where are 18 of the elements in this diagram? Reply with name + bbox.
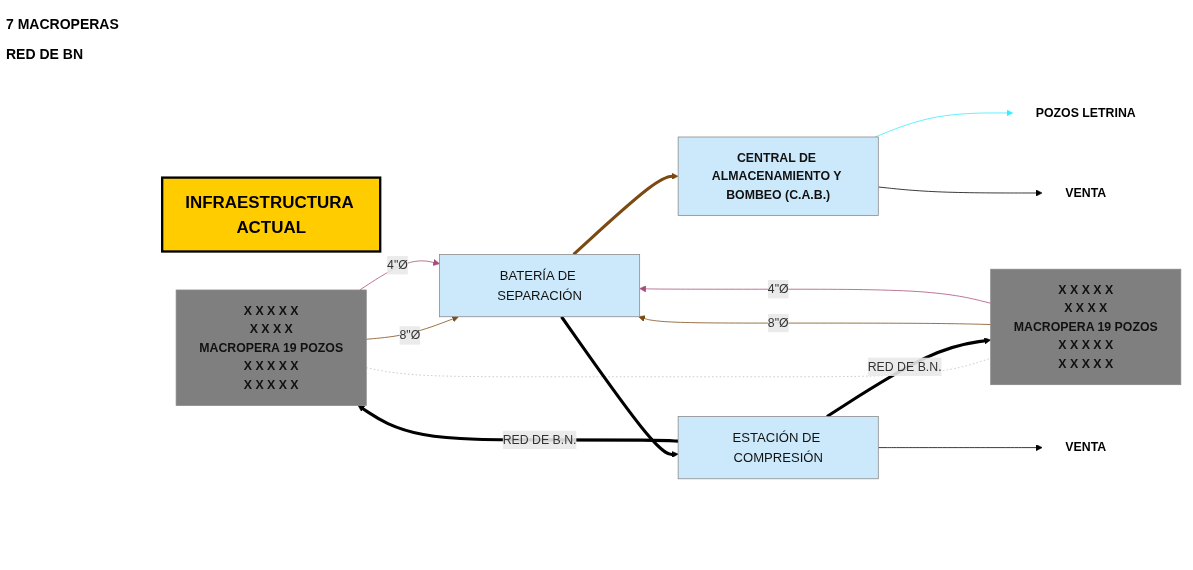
node-box: X X X X X X X X X MACROPERA 19 POZOS X X X X X X X X X X [175,289,367,406]
edge-label: 8"Ø [399,328,421,342]
node-box: CENTRAL DE ALMACENAMIENTO Y BOMBEO (C.A.B.) [677,136,879,216]
node-box: INFRAESTRUCTURA ACTUAL [161,175,382,253]
edge-label: 8"Ø [767,315,789,329]
arrow [560,315,679,458]
node-box: BATERÍA DE SEPARACIÓN [439,253,641,317]
edge-label: 4"Ø [387,257,408,272]
node-box: X X X X X X X X X MACROPERA 19 POZOS X X X X X X X X X X [990,268,1182,385]
note-text: RED DE BN [6,46,84,62]
node-text: VENTA [1065,440,1107,454]
edge-label: RED DE B.N. [867,359,942,373]
note-text: 7 MACROPERAS [6,16,120,32]
node-text: POZOS LETRINA [1035,105,1136,119]
node-text: VENTA [1065,185,1107,199]
node-box: ESTACIÓN DE COMPRESIÓN [677,415,879,479]
edge-label: RED DE B.N. [502,432,577,446]
edge-label: 4"Ø [767,281,789,295]
